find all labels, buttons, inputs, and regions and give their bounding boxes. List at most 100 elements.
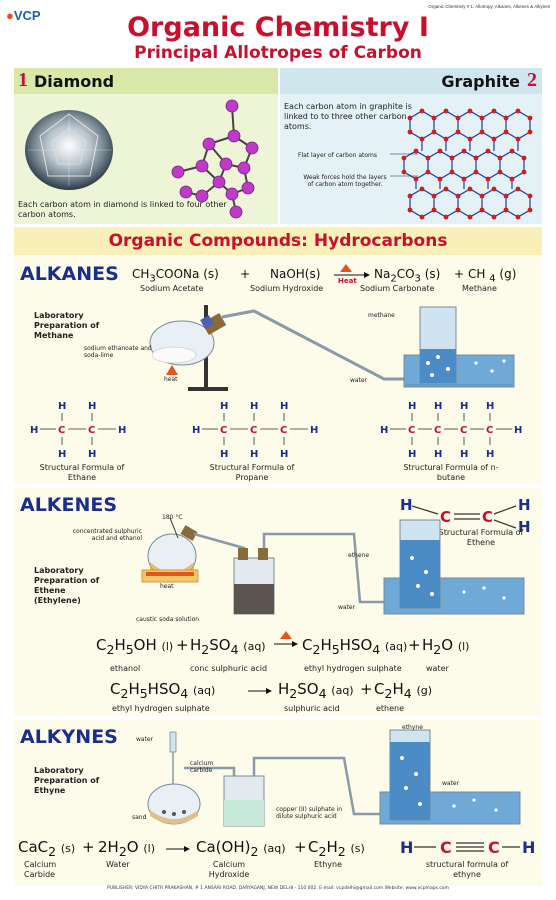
graphite-forces-label: Weak forces hold the layers of carbon at… — [303, 174, 387, 188]
alkenes-eq2-p1: H2SO4 (aq) — [278, 680, 354, 701]
alkenes-soda-label: caustic soda solution — [136, 616, 200, 623]
methane-apparatus-image — [149, 305, 515, 391]
graphite-pointer-lines — [390, 153, 418, 177]
svg-text:H: H — [434, 401, 442, 412]
ethyne-apparatus-image — [147, 729, 521, 827]
alkanes-eq-product-1: Na2CO3 (s) — [374, 267, 441, 285]
alkenes-eq1-p1: C2H5HSO4 (aq) — [302, 636, 408, 657]
svg-text:H: H — [380, 425, 388, 436]
alkanes-lab-title: Laboratory Preparation of Methane — [34, 311, 100, 340]
flame-icon — [166, 365, 178, 375]
alkenes-heat-label: heat — [160, 583, 174, 590]
svg-text:C: C — [460, 425, 467, 436]
alkanes-eq-plus: + — [240, 267, 251, 281]
alkenes-eq1-r2: H2SO4 (aq) — [190, 636, 266, 657]
svg-text:H: H — [460, 449, 468, 460]
graphite-number: 2 — [527, 69, 537, 91]
svg-text:C: C — [220, 425, 227, 436]
svg-text:H: H — [522, 838, 535, 857]
ethene-apparatus-image — [141, 518, 525, 615]
alkynes-copper-label: copper (II) sulphate in dilute sulphuric… — [276, 806, 343, 820]
publisher-footer: PUBLISHER: VIDYA CHITR PRAKASHAN, # 1 AN… — [107, 886, 449, 891]
svg-text:C: C — [58, 425, 65, 436]
svg-text:H: H — [310, 425, 318, 436]
svg-text:C: C — [488, 838, 500, 857]
svg-text:H: H — [408, 449, 416, 460]
alkenes-eq2-plus: + — [360, 680, 373, 698]
alkenes-water-label: water — [338, 604, 356, 611]
svg-text:C: C — [408, 425, 415, 436]
diamond-panel: Each carbon atom in diamond is linked to… — [14, 94, 278, 224]
graphite-header: Graphite 2 — [280, 68, 542, 94]
diamond-gem-image — [25, 110, 113, 190]
svg-text:H: H — [486, 449, 494, 460]
alkynes-water2-label: water — [442, 780, 460, 787]
svg-text:H: H — [30, 425, 38, 436]
alkanes-methane-label: methane — [368, 312, 395, 319]
graphite-lattice-image — [401, 108, 533, 220]
alkenes-eq2-r1: C2H5HSO4 (aq) — [110, 680, 216, 701]
svg-text:H: H — [280, 449, 288, 460]
ethene-caption: Structural Formula of Ethene — [438, 528, 524, 547]
diamond-header: 1 Diamond — [14, 68, 278, 94]
alkenes-eq1-plus-2: + — [408, 636, 421, 654]
ethyne-caption: structural formula of ethyne — [425, 860, 509, 879]
alkanes-eq-reactant-1: CH3COONa (s) — [132, 267, 219, 285]
graphite-title: Graphite — [441, 72, 520, 91]
graphite-caption: Each carbon atom in graphite is linked t… — [284, 102, 412, 131]
alkenes-eq1-n4: water — [426, 664, 449, 673]
svg-text:H: H — [400, 496, 413, 514]
graphite-panel: Each carbon atom in graphite is linked t… — [280, 94, 542, 224]
alkenes-eq2-n2: sulphuric acid — [284, 704, 340, 713]
alkanes-name-r2: Sodium Hydroxide — [250, 284, 324, 293]
svg-text:C: C — [88, 425, 95, 436]
svg-text:H: H — [518, 518, 531, 536]
svg-text:H: H — [280, 401, 288, 412]
alkynes-eq-n2: Water — [106, 860, 130, 869]
alkenes-lab-title: Laboratory Preparation of Ethene (Ethyle… — [34, 566, 100, 605]
svg-text:C: C — [482, 508, 493, 526]
alkenes-eq1-n1: ethanol — [110, 664, 141, 673]
alkynes-eq-r2: 2H2O (l) — [98, 838, 155, 859]
alkynes-panel: ALKYNES Laboratory Preparation of Ethyne… — [14, 720, 542, 886]
alkenes-eq1-n3: ethyl hydrogen sulphate — [304, 664, 402, 673]
alkanes-heading: ALKANES — [20, 263, 119, 285]
svg-text:H: H — [58, 449, 66, 460]
alkanes-name-p1: Sodium Carbonate — [360, 284, 435, 293]
alkenes-eq2-n3: ethene — [376, 704, 405, 713]
alkenes-eq2-n1: ethyl hydrogen sulphate — [112, 704, 210, 713]
alkynes-eq-p2: C2H2 (s) — [308, 838, 365, 859]
alkynes-heading: ALKYNES — [20, 726, 118, 748]
svg-text:H: H — [88, 401, 96, 412]
alkenes-acid-label: concentrated sulphuric acid and ethanol — [72, 528, 142, 542]
alkenes-heading: ALKENES — [20, 494, 118, 516]
svg-text:H: H — [518, 496, 531, 514]
svg-text:H: H — [486, 401, 494, 412]
diamond-lattice-image — [171, 99, 259, 219]
page-title: Organic Chemistry I — [127, 12, 429, 43]
alkanes-mix-label: sodium ethanoate and soda-lime — [84, 345, 152, 359]
reaction-arrow-icon-2 — [166, 846, 190, 852]
alkynes-eq-p1: Ca(OH)2 (aq) — [196, 838, 286, 859]
heat-arrow-icon — [334, 264, 370, 278]
svg-text:H: H — [250, 449, 258, 460]
alkenes-temp-label: 180 °C — [162, 514, 183, 521]
diamond-title: Diamond — [34, 72, 115, 91]
svg-text:C: C — [486, 425, 493, 436]
svg-text:H: H — [220, 449, 228, 460]
alkenes-eq2-p2: C2H4 (g) — [374, 680, 433, 701]
alkynes-eq-n3: Calcium Hydroxide — [208, 860, 250, 879]
alkenes-panel: ALKENES HH CC HH Structural Formula of E… — [14, 488, 542, 716]
alkynes-water-label: water — [136, 736, 154, 743]
alkanes-name-r1: Sodium Acetate — [140, 284, 204, 293]
alkanes-eq-plus-2: + — [454, 267, 465, 281]
alkanes-eq-product-2: CH 4 (g) — [468, 267, 517, 285]
svg-text:H: H — [460, 401, 468, 412]
alkynes-carbide-label: calcium carbide — [190, 760, 214, 774]
vcp-logo: ●VCP — [6, 8, 41, 23]
top-note: Organic Chemistry # 1: Allotropy, Alkane… — [428, 4, 550, 9]
svg-text:H: H — [434, 449, 442, 460]
alkenes-eq1-r1: C2H5OH (l) — [96, 636, 174, 657]
